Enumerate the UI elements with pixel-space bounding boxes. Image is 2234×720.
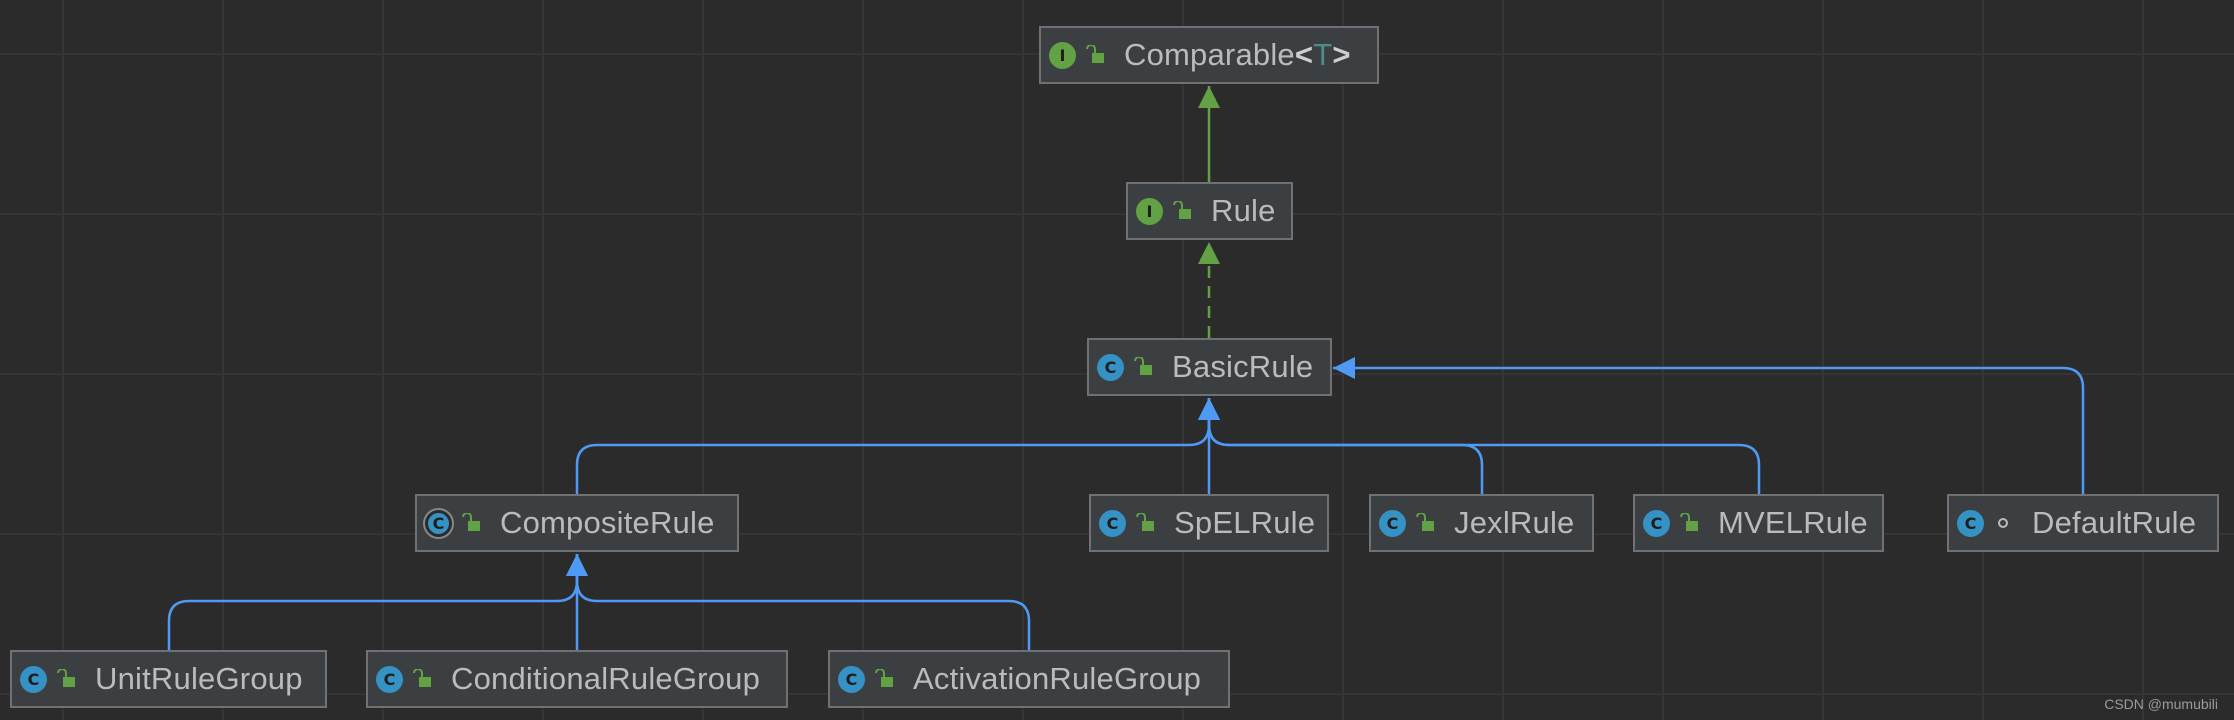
node-conditionalrulegroup[interactable]: C ConditionalRuleGroup (366, 650, 788, 708)
public-lock-icon (1136, 513, 1154, 531)
abstract-class-icon: C (425, 509, 452, 537)
public-lock-icon (1680, 513, 1698, 531)
edge-unitrulegroup-to-compositerule (167, 554, 588, 650)
node-label: DefaultRule (2032, 505, 2197, 540)
class-icon: C (376, 665, 403, 693)
node-label: MVELRule (1718, 505, 1868, 540)
public-lock-icon (413, 669, 431, 687)
node-mvelrule[interactable]: C MVELRule (1633, 494, 1884, 552)
node-label: UnitRuleGroup (95, 661, 303, 696)
public-lock-icon (57, 669, 75, 687)
node-label: BasicRule (1172, 349, 1314, 384)
class-icon: C (1957, 509, 1984, 537)
node-label: JexlRule (1454, 505, 1575, 540)
public-lock-icon (1416, 513, 1434, 531)
node-compositerule[interactable]: C CompositeRule (415, 494, 739, 552)
type-parameter: T (1313, 37, 1333, 72)
public-lock-icon (875, 669, 893, 687)
node-jexlrule[interactable]: C JexlRule (1369, 494, 1594, 552)
edge-mvelrule-to-basicrule (1198, 398, 1761, 494)
class-icon: C (1643, 509, 1670, 537)
package-private-dot-icon (1998, 518, 2008, 528)
node-activationrulegroup[interactable]: C ActivationRuleGroup (828, 650, 1230, 708)
public-lock-icon (1086, 45, 1104, 63)
watermark-text: CSDN @mumubili (2104, 696, 2218, 712)
public-lock-icon (1173, 201, 1191, 219)
public-lock-icon (462, 513, 480, 531)
node-label: SpELRule (1174, 505, 1316, 540)
class-icon: C (20, 665, 47, 693)
node-comparable[interactable]: I Comparable<T> (1039, 26, 1379, 84)
node-label: ConditionalRuleGroup (451, 661, 761, 696)
edge-activationrulegroup-to-compositerule (566, 554, 1031, 650)
node-label: CompositeRule (500, 505, 715, 540)
interface-icon: I (1136, 197, 1163, 225)
edge-compositerule-to-basicrule (575, 398, 1220, 494)
node-defaultrule[interactable]: C DefaultRule (1947, 494, 2219, 552)
node-label: Rule (1211, 193, 1276, 228)
node-label: ActivationRuleGroup (913, 661, 1202, 696)
public-lock-icon (1134, 357, 1152, 375)
class-icon: C (1379, 509, 1406, 537)
class-icon: C (838, 665, 865, 693)
class-icon: C (1099, 509, 1126, 537)
node-rule[interactable]: I Rule (1126, 182, 1293, 240)
node-label: Comparable<T> (1124, 37, 1351, 72)
node-unitrulegroup[interactable]: C UnitRuleGroup (10, 650, 327, 708)
node-basicrule[interactable]: C BasicRule (1087, 338, 1332, 396)
node-spelrule[interactable]: C SpELRule (1089, 494, 1329, 552)
interface-icon: I (1049, 41, 1076, 69)
edge-defaultrule-to-basicrule (1333, 357, 2085, 494)
class-icon: C (1097, 353, 1124, 381)
